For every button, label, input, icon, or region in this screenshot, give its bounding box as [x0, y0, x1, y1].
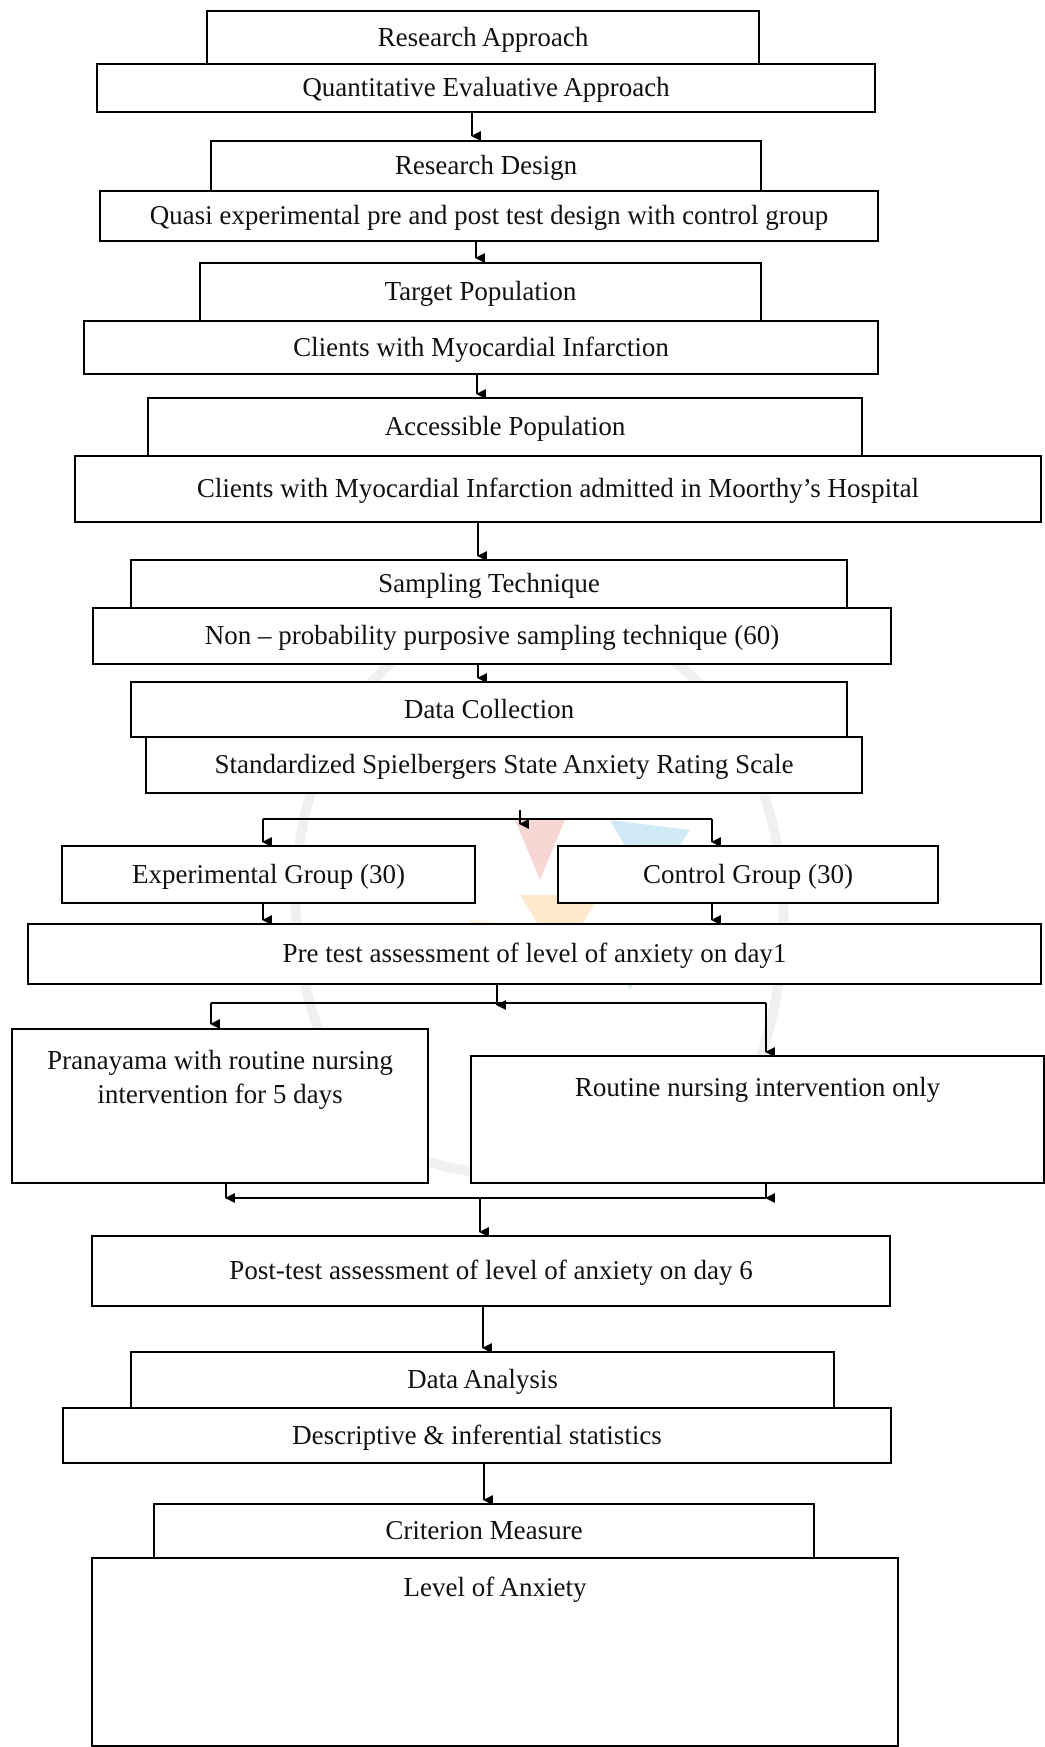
research-approach-box: Research Approach [206, 10, 760, 65]
criterion-measure-box: Criterion Measure [153, 1503, 815, 1559]
routine-intervention-box: Routine nursing intervention only [470, 1055, 1045, 1184]
quantitative-approach-box: Quantitative Evaluative Approach [96, 63, 876, 113]
pretest-box: Pre test assessment of level of anxiety … [27, 923, 1042, 985]
clients-mi-hospital-box: Clients with Myocardial Infarction admit… [74, 455, 1042, 523]
posttest-box: Post-test assessment of level of anxiety… [91, 1235, 891, 1307]
descriptive-statistics-box: Descriptive & inferential statistics [62, 1407, 892, 1464]
control-group-box: Control Group (30) [557, 845, 939, 904]
stai-box: Standardized Spielbergers State Anxiety … [145, 736, 863, 794]
data-collection-box: Data Collection [130, 681, 848, 738]
data-analysis-box: Data Analysis [130, 1351, 835, 1409]
pranayama-box: Pranayama with routine nursing intervent… [11, 1028, 429, 1184]
non-probability-box: Non – probability purposive sampling tec… [92, 607, 892, 665]
level-of-anxiety-box: Level of Anxiety [91, 1557, 899, 1747]
accessible-population-box: Accessible Population [147, 397, 863, 457]
research-design-box: Research Design [210, 140, 762, 192]
quasi-experimental-box: Quasi experimental pre and post test des… [99, 190, 879, 242]
experimental-group-box: Experimental Group (30) [61, 845, 476, 904]
clients-mi-box: Clients with Myocardial Infarction [83, 320, 879, 375]
target-population-box: Target Population [199, 262, 762, 322]
sampling-technique-box: Sampling Technique [130, 559, 848, 609]
